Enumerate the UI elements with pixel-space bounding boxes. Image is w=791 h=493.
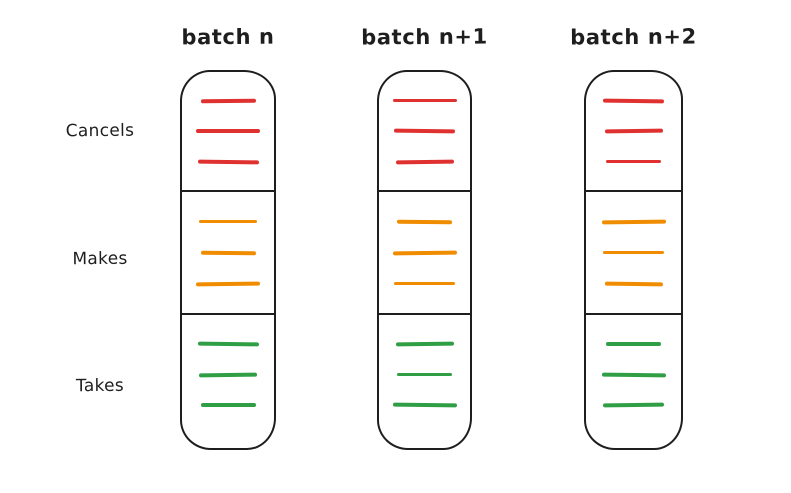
batch-column-n-plus-1: batch n+1 [345,22,504,450]
take-order-line [392,402,457,408]
batch-section-cancels [586,72,681,190]
take-order-line [601,372,666,377]
batch-section-takes [586,313,681,448]
take-order-line [200,403,256,407]
batch-section-makes [182,190,274,313]
batch-section-takes [379,313,470,448]
make-order-line [195,281,261,286]
row-label-takes: Takes [75,375,125,397]
batch-column-n: batch n [148,22,308,450]
take-order-line [606,342,661,346]
row-label-makes: Makes [72,248,128,270]
batch-body [180,70,276,450]
batch-section-makes [586,190,681,313]
batch-column-n-plus-2: batch n+2 [552,22,715,450]
batch-section-cancels [182,72,274,190]
make-order-line [394,281,455,286]
batch-title: batch n+2 [570,24,697,50]
take-order-line [395,341,454,346]
make-order-line [604,281,663,286]
cancel-order-line [604,128,663,134]
batch-section-makes [379,190,470,313]
take-order-line [197,341,259,347]
make-order-line [200,250,256,255]
batch-title: batch n+1 [361,24,488,50]
take-order-line [602,402,665,408]
cancel-order-line [196,129,260,133]
cancel-order-line [602,98,665,103]
cancel-order-line [200,98,256,103]
batch-title: batch n [181,24,275,50]
make-order-line [392,250,457,255]
batch-section-cancels [379,72,470,190]
make-order-line [396,219,453,224]
batch-body [584,70,683,450]
make-order-line [603,250,664,255]
cancel-order-line [395,159,454,164]
cancel-order-line [392,98,457,103]
batch-section-takes [182,313,274,448]
cancel-order-line [197,159,259,164]
make-order-line [601,219,666,224]
make-order-line [199,219,257,224]
take-order-line [397,372,452,377]
row-label-cancels: Cancels [65,120,135,142]
cancel-order-line [393,128,456,134]
take-order-line [198,372,258,377]
cancel-order-line [606,159,661,164]
batch-body [377,70,472,450]
